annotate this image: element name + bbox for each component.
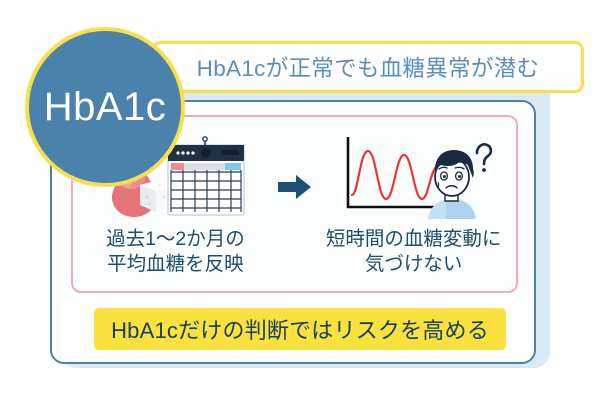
arrow-container [272,174,317,200]
arrow-right-icon [277,174,312,200]
title-box: HbA1cが正常でも血糖異常が潜む [152,41,584,93]
page-title: HbA1cが正常でも血糖異常が潜む [196,56,540,81]
confused-person-icon [427,150,476,220]
wave-chart-axes [346,137,438,209]
panel-average-glucose-label: 過去1〜2か月の 平均血糖を反映 [106,228,245,275]
hba1c-badge-label: HbA1c [43,85,167,129]
hba1c-badge: HbA1c [25,27,185,187]
calendar-icon [167,136,246,217]
panel-glucose-variability-art [317,131,510,223]
panel-glucose-variability: 短時間の血糖変動に 気づけない [317,131,510,276]
glucose-wave-chart-confused-person-icon [334,133,494,223]
glucose-wave-line [350,150,437,201]
conclusion-banner-text: HbA1cだけの判断ではリスクを高める [111,318,489,343]
conclusion-banner: HbA1cだけの判断ではリスクを高める [94,308,506,350]
question-mark-icon [475,143,492,173]
panel-glucose-variability-label: 短時間の血糖変動に 気づけない [325,228,502,275]
